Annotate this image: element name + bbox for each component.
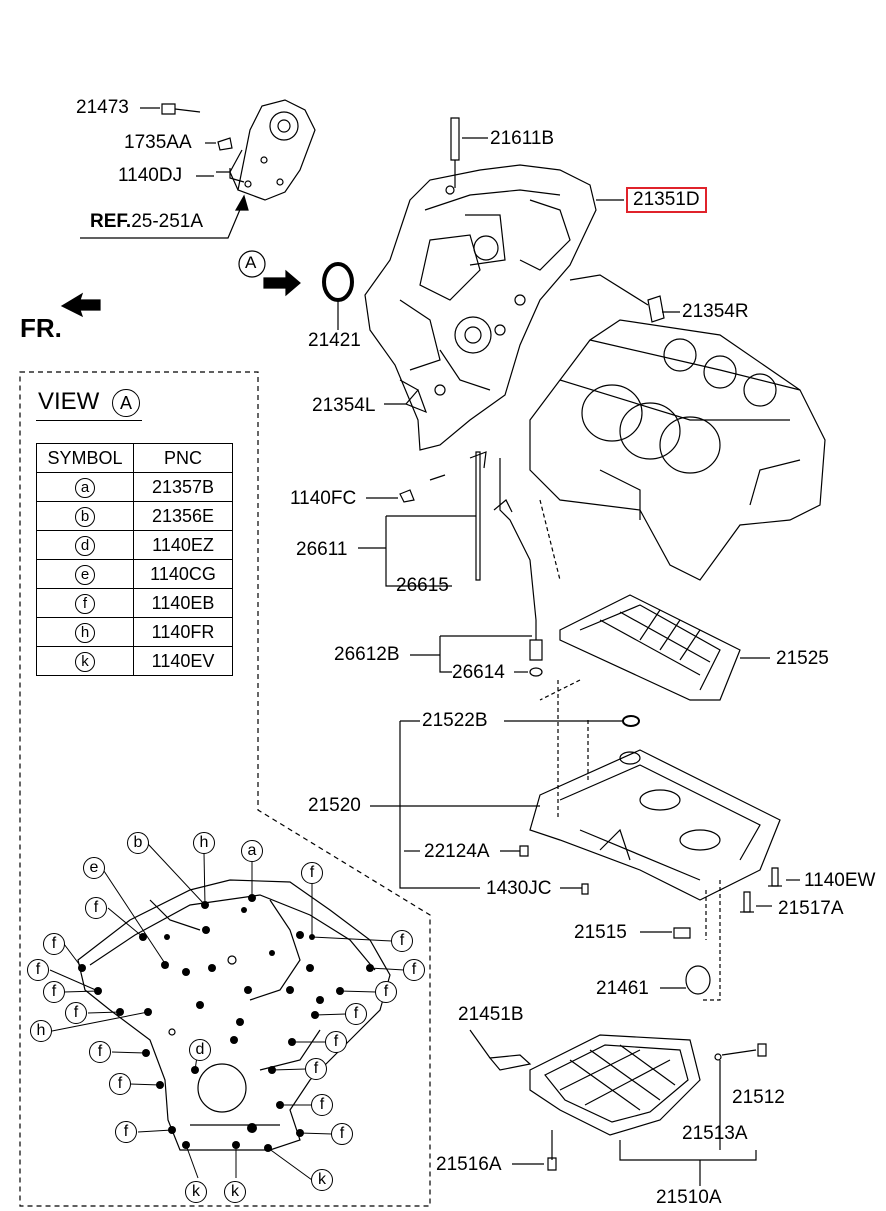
upper-oil-pan-drawing bbox=[529, 749, 781, 901]
label-26614[interactable]: 26614 bbox=[452, 662, 505, 683]
table-row[interactable]: h 1140FR bbox=[36, 617, 233, 647]
view-a-cover-drawing bbox=[77, 879, 391, 1151]
callout-k[interactable]: k bbox=[224, 1181, 246, 1203]
label-21351D-highlighted[interactable]: 21351D bbox=[626, 187, 707, 213]
view-title: VIEW bbox=[38, 388, 99, 416]
label-21421[interactable]: 21421 bbox=[308, 330, 361, 351]
symbol-pnc-table: SYMBOL PNC a 21357B b 21356E d 1140EZ e 1140… bbox=[36, 443, 233, 676]
table-row[interactable]: b 21356E bbox=[36, 501, 233, 531]
label-21473[interactable]: 21473 bbox=[76, 97, 129, 118]
table-row[interactable]: a 21357B bbox=[36, 472, 233, 502]
label-21611B[interactable]: 21611B bbox=[490, 128, 555, 149]
symbol-d: d bbox=[75, 536, 95, 556]
baffle-drawing bbox=[559, 594, 741, 701]
symbol-a: a bbox=[75, 478, 95, 498]
callout-f[interactable]: f bbox=[345, 1003, 367, 1025]
table-row[interactable]: f 1140EB bbox=[36, 588, 233, 618]
label-1140EW[interactable]: 1140EW bbox=[804, 870, 876, 891]
symbol-f: f bbox=[75, 594, 95, 614]
callout-f[interactable]: f bbox=[27, 959, 49, 981]
front-direction-label: FR. bbox=[20, 313, 62, 343]
pnc-header: PNC bbox=[133, 443, 233, 473]
timing-cover-drawing bbox=[364, 164, 597, 451]
lower-oil-pan-drawing bbox=[529, 1034, 701, 1136]
callout-b[interactable]: b bbox=[127, 832, 149, 854]
callout-f[interactable]: f bbox=[391, 930, 413, 952]
label-1140DJ[interactable]: 1140DJ bbox=[118, 165, 183, 186]
callout-f[interactable]: f bbox=[325, 1031, 347, 1053]
pnc-cell[interactable]: 1140EV bbox=[133, 646, 233, 676]
symbol-header: SYMBOL bbox=[36, 443, 134, 473]
symbol-b: b bbox=[75, 507, 95, 527]
label-21516A[interactable]: 21516A bbox=[436, 1154, 502, 1175]
pnc-cell[interactable]: 21357B bbox=[133, 472, 233, 502]
callout-f[interactable]: f bbox=[305, 1058, 327, 1080]
callout-h[interactable]: h bbox=[193, 832, 215, 854]
table-header-row: SYMBOL PNC bbox=[36, 443, 233, 473]
callout-k[interactable]: k bbox=[311, 1169, 333, 1191]
label-21354R[interactable]: 21354R bbox=[682, 301, 749, 322]
label-21515[interactable]: 21515 bbox=[574, 922, 627, 943]
view-a-leader-lines bbox=[49, 843, 405, 1181]
callout-h[interactable]: h bbox=[30, 1020, 52, 1042]
label-21520[interactable]: 21520 bbox=[308, 795, 361, 816]
callout-f[interactable]: f bbox=[65, 1002, 87, 1024]
callout-e[interactable]: e bbox=[83, 857, 105, 879]
label-21517A[interactable]: 21517A bbox=[778, 898, 844, 919]
callout-f[interactable]: f bbox=[403, 959, 425, 981]
view-title-text: VIEW bbox=[38, 388, 100, 415]
ref-prefix: REF. bbox=[90, 211, 132, 232]
label-21522B[interactable]: 21522B bbox=[422, 710, 488, 731]
pnc-cell[interactable]: 1140FR bbox=[133, 617, 233, 647]
engine-block-drawing bbox=[529, 319, 826, 581]
pnc-cell[interactable]: 1140EB bbox=[133, 588, 233, 618]
label-21451B[interactable]: 21451B bbox=[458, 1004, 524, 1025]
callout-f[interactable]: f bbox=[89, 1041, 111, 1063]
table-row[interactable]: d 1140EZ bbox=[36, 530, 233, 560]
callout-f[interactable]: f bbox=[311, 1094, 333, 1116]
callout-d[interactable]: d bbox=[189, 1039, 211, 1061]
symbol-e: e bbox=[75, 565, 95, 585]
callout-f[interactable]: f bbox=[115, 1121, 137, 1143]
view-a-marker: A bbox=[245, 253, 257, 272]
symbol-h: h bbox=[75, 623, 95, 643]
label-21354L[interactable]: 21354L bbox=[312, 395, 376, 416]
pnc-cell[interactable]: 1140CG bbox=[133, 559, 233, 589]
label-1735AA[interactable]: 1735AA bbox=[124, 132, 192, 153]
ref-label[interactable]: REF.25-251A bbox=[90, 212, 203, 232]
ref-code: 25-251A bbox=[131, 211, 204, 232]
pnc-cell[interactable]: 21356E bbox=[133, 501, 233, 531]
callout-f[interactable]: f bbox=[85, 897, 107, 919]
callout-f[interactable]: f bbox=[109, 1073, 131, 1095]
label-21510A[interactable]: 21510A bbox=[656, 1187, 722, 1208]
callout-a[interactable]: a bbox=[241, 840, 263, 862]
callout-f[interactable]: f bbox=[43, 933, 65, 955]
table-row[interactable]: e 1140CG bbox=[36, 559, 233, 589]
label-21513A[interactable]: 21513A bbox=[682, 1123, 748, 1144]
view-a-bolt-dots bbox=[78, 894, 374, 1152]
callout-f[interactable]: f bbox=[43, 981, 65, 1003]
pnc-cell[interactable]: 1140EZ bbox=[133, 530, 233, 560]
water-pump-drawing bbox=[229, 99, 316, 201]
label-21512[interactable]: 21512 bbox=[732, 1087, 785, 1108]
view-title-marker: A bbox=[112, 389, 140, 417]
table-row[interactable]: k 1140EV bbox=[36, 646, 233, 676]
label-1140FC[interactable]: 1140FC bbox=[290, 488, 357, 509]
label-21525[interactable]: 21525 bbox=[776, 648, 829, 669]
view-title-underline bbox=[36, 420, 142, 421]
label-1430JC[interactable]: 1430JC bbox=[486, 878, 552, 899]
symbol-k: k bbox=[75, 652, 95, 672]
callout-f[interactable]: f bbox=[375, 981, 397, 1003]
label-22124A[interactable]: 22124A bbox=[424, 841, 490, 862]
label-21461[interactable]: 21461 bbox=[596, 978, 649, 999]
callout-f[interactable]: f bbox=[301, 862, 323, 884]
label-26612B[interactable]: 26612B bbox=[334, 644, 400, 665]
callout-k[interactable]: k bbox=[185, 1181, 207, 1203]
label-26615[interactable]: 26615 bbox=[396, 575, 449, 596]
callout-f[interactable]: f bbox=[331, 1123, 353, 1145]
label-26611[interactable]: 26611 bbox=[296, 539, 348, 560]
